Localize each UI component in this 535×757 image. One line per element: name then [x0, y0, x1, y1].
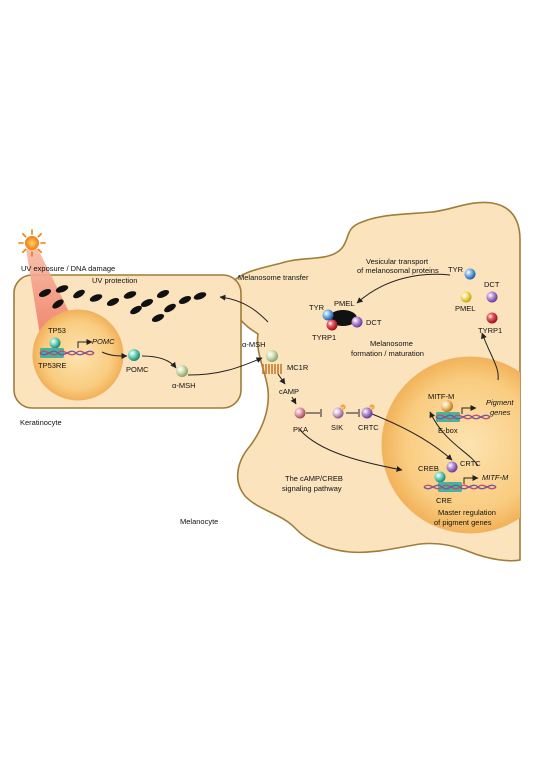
tp53re-dna [39, 348, 95, 358]
arrow-pomc-gene-to-protein [101, 351, 128, 359]
label-keratinocyte: Keratinocyte [20, 418, 62, 427]
arrow-tp53-to-pomc [77, 339, 93, 348]
melanosomes [38, 285, 207, 322]
arrow-amsh-to-mc1r [187, 357, 263, 376]
label-pomc-gene: POMC [92, 337, 115, 346]
label-tyr-free: TYR [448, 265, 464, 274]
label-melanosome-transfer: Melanosome transfer [238, 273, 309, 282]
crtc-nucleus [446, 461, 458, 473]
label-tp53: TP53 [48, 326, 66, 335]
label-ebox: E-box [438, 426, 458, 435]
label-master-1: Master regulation [438, 508, 496, 517]
tp53-protein [49, 337, 61, 349]
label-creb: CREB [418, 464, 439, 473]
label-vesicular-2: of melanosomal proteins [357, 266, 439, 275]
arrow-ebox-to-pigment [461, 405, 477, 414]
cre-dna [423, 482, 497, 492]
label-crtc: CRTC [358, 423, 379, 432]
phospho-crtc: P [370, 406, 373, 410]
ebox-dna [435, 412, 491, 422]
melanosome [123, 291, 137, 299]
label-camp: cAMP [279, 387, 299, 396]
label-vesicular-1: Vesicular transport [366, 257, 429, 266]
arrow-mc1r-to-camp [277, 373, 286, 385]
tyr-protein-free [464, 268, 476, 280]
melanosome [52, 299, 64, 309]
label-dct-free: DCT [484, 280, 500, 289]
label-tp53re: TP53RE [38, 361, 66, 370]
sun-icon [18, 229, 46, 257]
arrow-mitf-gene-to-protein [429, 411, 479, 467]
melanosome [106, 298, 120, 306]
melanosome [193, 292, 207, 300]
label-tyr-complex: TYR [309, 303, 325, 312]
arrow-vesicular-transport [356, 273, 451, 304]
melanosome [130, 305, 142, 315]
melanosome [164, 303, 176, 313]
phospho-sik: P [341, 406, 344, 410]
label-uv-protection: UV protection [92, 276, 137, 285]
arrow-crtc-to-nucleus [371, 413, 453, 461]
melanosome [140, 299, 154, 307]
label-crtc-nucleus: CRTC [460, 459, 481, 468]
melanosome [55, 285, 69, 293]
pomc-protein [128, 349, 140, 361]
label-sik: SIK [331, 423, 343, 432]
label-camp-pathway-1: The cAMP/CREB [285, 474, 343, 483]
label-mitf-m-protein: MITF-M [428, 392, 454, 401]
label-pigment-2: genes [490, 408, 511, 417]
dct-protein-free [486, 291, 498, 303]
label-cre: CRE [436, 496, 452, 505]
tyrp1-protein-free [486, 312, 498, 324]
label-tyrp1-free: TYRP1 [478, 326, 502, 335]
amsh-keratinocyte [176, 365, 188, 377]
label-pka: PKA [293, 425, 308, 434]
melanosome [38, 289, 52, 297]
label-melanocyte: Melanocyte [180, 517, 218, 526]
melanosome [73, 289, 85, 299]
amsh-ligand [266, 350, 278, 362]
arrow-melanosome-transfer [219, 294, 269, 323]
sik-protein [332, 404, 346, 419]
pka-protein [294, 407, 306, 419]
label-uv: UV exposure / DNA damage [21, 264, 115, 273]
mc1r-receptor-icon [262, 364, 282, 374]
label-dct-complex: DCT [366, 318, 382, 327]
label-pomc-protein: POMC [126, 365, 149, 374]
label-melanosome-2: formation / maturation [351, 349, 424, 358]
arrow-cre-to-mitf [463, 475, 479, 484]
label-melanosome-1: Melanosome [370, 339, 413, 348]
label-pmel-complex: PMEL [334, 299, 354, 308]
label-amsh-receptor: α-MSH [242, 340, 266, 349]
mitf-m-protein [441, 400, 453, 412]
pmel-protein-free [460, 291, 472, 303]
label-pigment-1: Pigment [486, 398, 514, 407]
melanosome [151, 314, 165, 322]
melanosome [89, 294, 103, 302]
label-tyrp1-complex: TYRP1 [312, 333, 336, 342]
label-camp-pathway-2: signaling pathway [282, 484, 342, 493]
arrows [77, 273, 499, 484]
arrow-pka-to-creb [299, 429, 403, 472]
label-mitf-m-gene: MITF-M [482, 473, 509, 482]
arrow-pomc-to-amsh [141, 355, 177, 369]
label-amsh-keratinocyte: α-MSH [172, 381, 196, 390]
label-mc1r: MC1R [287, 363, 309, 372]
arrow-pigment-to-proteins [481, 332, 499, 381]
crtc-cytoplasm [361, 404, 375, 419]
melanosome-complex [322, 309, 363, 331]
melanosome [156, 290, 170, 298]
label-pmel-free: PMEL [455, 304, 475, 313]
creb-protein [434, 471, 446, 483]
arrow-camp-to-pka [290, 396, 297, 405]
melanosome [178, 296, 192, 304]
label-master-2: of pigment genes [434, 518, 492, 527]
